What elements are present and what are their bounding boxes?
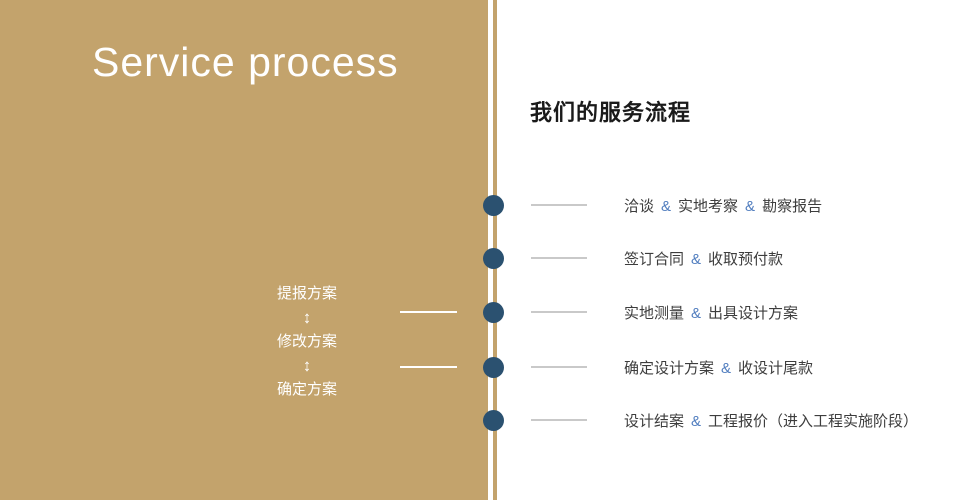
- left-panel: Service process 提报方案 ↕ 修改方案 ↕ 确定方案: [0, 0, 488, 500]
- step-text: 签订合同: [624, 250, 685, 268]
- timeline-dot: [483, 301, 504, 323]
- step-text: 出具设计方案: [708, 304, 799, 322]
- ampersand: &: [661, 197, 672, 215]
- step-label: 实地测量&出具设计方案: [624, 302, 798, 323]
- step-text: 工程报价（进入工程实施阶段）: [708, 412, 919, 430]
- ampersand: &: [691, 250, 702, 268]
- page-title: Service process: [92, 39, 399, 85]
- connector-line: [400, 366, 457, 368]
- step-text: 实地考察: [678, 197, 739, 215]
- plan-step-submit: 提报方案: [276, 285, 337, 302]
- up-down-arrow-icon: ↕: [302, 356, 312, 375]
- step-label: 签订合同&收取预付款: [624, 248, 783, 269]
- plan-cycle: 提报方案 ↕ 修改方案 ↕ 确定方案: [257, 283, 357, 401]
- plan-step-confirm: 确定方案: [276, 381, 337, 398]
- tick-line: [531, 366, 587, 368]
- ampersand: &: [721, 359, 732, 377]
- timeline-dot: [483, 194, 504, 216]
- plan-step-revise: 修改方案: [276, 333, 337, 350]
- step-label: 洽谈&实地考察&勘察报告: [624, 195, 822, 216]
- up-down-arrow-icon: ↕: [302, 308, 312, 327]
- timeline-step-4: 确定设计方案&收设计尾款: [483, 356, 813, 378]
- connector-line: [400, 311, 457, 313]
- ampersand: &: [745, 197, 756, 215]
- timeline-step-3: 实地测量&出具设计方案: [483, 301, 798, 323]
- timeline-step-5: 设计结案&工程报价（进入工程实施阶段）: [483, 409, 918, 431]
- timeline-dot: [483, 409, 504, 431]
- timeline-step-1: 洽谈&实地考察&勘察报告: [483, 194, 822, 216]
- step-text: 确定设计方案: [624, 359, 715, 377]
- step-text: 收设计尾款: [738, 359, 814, 377]
- tick-line: [531, 311, 587, 313]
- step-label: 确定设计方案&收设计尾款: [624, 357, 813, 378]
- tick-line: [531, 257, 587, 259]
- timeline-dot: [483, 356, 504, 378]
- ampersand: &: [691, 412, 702, 430]
- ampersand: &: [691, 304, 702, 322]
- step-text: 洽谈: [624, 197, 655, 215]
- step-text: 勘察报告: [762, 197, 823, 215]
- timeline-dot: [483, 247, 504, 269]
- step-text: 设计结案: [624, 412, 685, 430]
- step-label: 设计结案&工程报价（进入工程实施阶段）: [624, 410, 918, 431]
- step-text: 实地测量: [624, 304, 685, 322]
- step-text: 收取预付款: [708, 250, 784, 268]
- timeline-step-2: 签订合同&收取预付款: [483, 247, 783, 269]
- section-heading: 我们的服务流程: [530, 100, 692, 125]
- tick-line: [531, 419, 587, 421]
- tick-line: [531, 204, 587, 206]
